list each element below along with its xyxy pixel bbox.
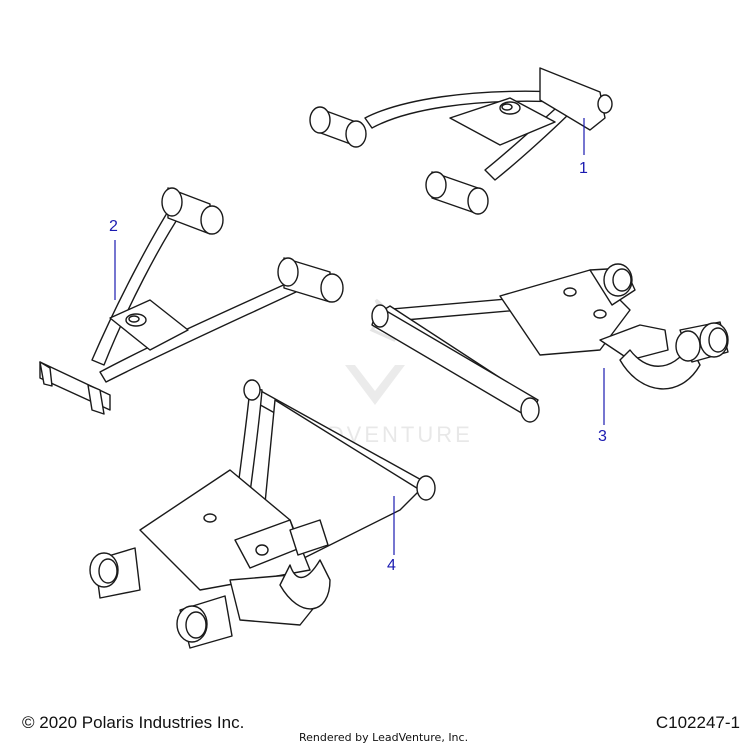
figure-id: C102247-1 bbox=[655, 713, 740, 732]
part-3-lower-a-arm bbox=[371, 263, 729, 423]
copyright-text: © 2020 Polaris Industries Inc. bbox=[22, 713, 245, 732]
part-1-upper-a-arm bbox=[309, 67, 613, 215]
part-2-upper-a-arm bbox=[39, 187, 344, 415]
part-4-lower-a-arm bbox=[89, 379, 436, 649]
rendered-by-text: Rendered by LeadVenture, Inc. bbox=[299, 731, 469, 744]
callout-2: 2 bbox=[109, 218, 118, 235]
callout-leaders bbox=[114, 118, 605, 555]
callout-3: 3 bbox=[598, 428, 607, 445]
callout-1: 1 bbox=[579, 160, 588, 177]
callout-4: 4 bbox=[387, 557, 396, 574]
